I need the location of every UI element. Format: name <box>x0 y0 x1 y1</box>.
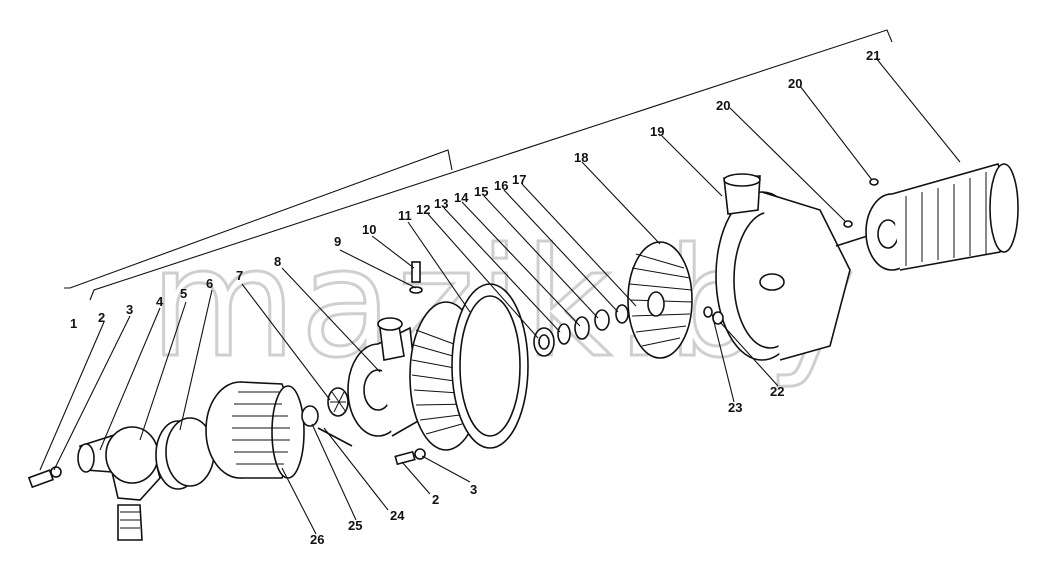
label-2b: 2 <box>432 492 439 507</box>
label-3: 3 <box>126 302 133 317</box>
label-13: 13 <box>434 196 448 211</box>
bolt-lower <box>394 448 426 466</box>
washer-16 <box>615 304 629 324</box>
label-12: 12 <box>416 202 430 217</box>
flange-plate <box>451 283 529 449</box>
washer-15 <box>594 309 610 331</box>
washer-14 <box>574 316 590 340</box>
bearing <box>533 327 555 357</box>
label-22: 22 <box>770 384 784 399</box>
label-4: 4 <box>156 294 164 309</box>
large-impeller <box>627 241 693 359</box>
label-10: 10 <box>362 222 376 237</box>
label-15: 15 <box>474 184 488 199</box>
label-1: 1 <box>70 316 77 331</box>
label-23: 23 <box>728 400 742 415</box>
assembly-bracket-1 <box>64 149 453 289</box>
label-5: 5 <box>180 286 187 301</box>
bolt-top <box>409 261 423 294</box>
label-11: 11 <box>398 208 412 223</box>
strainer-cage <box>205 381 305 479</box>
outlet-elbow <box>77 426 161 541</box>
washer-13 <box>557 323 571 345</box>
label-20b: 20 <box>788 76 802 91</box>
label-17: 17 <box>512 172 526 187</box>
label-26: 26 <box>310 532 324 547</box>
assembly-bracket-2 <box>89 29 893 301</box>
label-19: 19 <box>650 124 664 139</box>
motor <box>865 163 1019 271</box>
small-impeller <box>327 387 349 417</box>
key-20a <box>843 220 853 228</box>
label-20a: 20 <box>716 98 730 113</box>
label-9: 9 <box>334 234 341 249</box>
label-14: 14 <box>454 190 469 205</box>
label-18: 18 <box>574 150 588 165</box>
label-8: 8 <box>274 254 281 269</box>
label-7: 7 <box>236 268 243 283</box>
label-16: 16 <box>494 178 508 193</box>
key-20b <box>869 178 879 186</box>
bolt-left <box>27 466 62 489</box>
label-2: 2 <box>98 310 105 325</box>
volute-housing <box>347 317 421 437</box>
pin <box>317 427 353 447</box>
label-24: 24 <box>390 508 405 523</box>
pump-body <box>715 173 851 361</box>
nut-23 <box>703 306 713 318</box>
label-6: 6 <box>206 276 213 291</box>
label-3b: 3 <box>470 482 477 497</box>
label-25: 25 <box>348 518 362 533</box>
label-21: 21 <box>866 48 880 63</box>
nut-small <box>301 405 319 427</box>
leader-lines <box>39 57 961 535</box>
callout-labels: 1 2 3 4 5 6 7 8 9 10 11 12 13 14 15 16 1… <box>70 48 880 547</box>
